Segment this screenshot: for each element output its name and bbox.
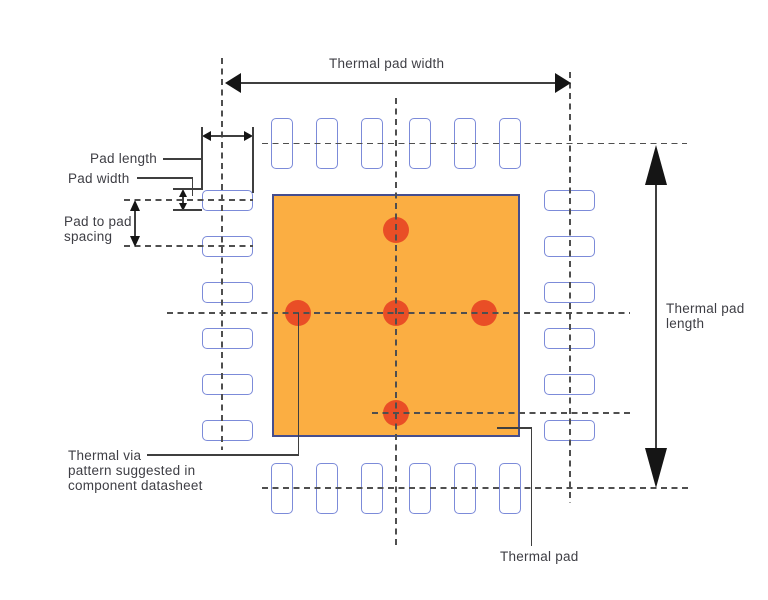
label-line: Thermal pad: [666, 301, 745, 316]
extension-tick: [173, 188, 202, 190]
pad-length-callout-line: [163, 158, 202, 160]
arrowhead-down-icon: [645, 448, 667, 488]
label-line: pattern suggested in: [68, 463, 196, 479]
arrowhead-right-icon: [555, 73, 571, 93]
dashed-centerline-horizontal: [167, 312, 630, 314]
thermal-pad-label: Thermal pad: [500, 549, 579, 564]
thermal-via-callout-line: [147, 454, 299, 456]
arrowhead-down-tiny-icon: [179, 203, 187, 211]
thermal-pad-callout-line: [497, 427, 532, 429]
dashed-centerline-vertical: [221, 58, 223, 450]
pad-width-dim-line: [182, 195, 184, 204]
dashed-centerline-horizontal: [262, 487, 690, 489]
label-line: Pad to pad: [64, 214, 132, 229]
label-line: component datasheet: [68, 478, 203, 494]
pad-length-label: Pad length: [90, 151, 158, 166]
arrowhead-right-small-icon: [244, 131, 253, 141]
pad-left: [202, 419, 253, 441]
arrowhead-up-icon: [645, 145, 667, 185]
label-line: Thermal via: [68, 448, 142, 463]
pad-width-label: Pad width: [68, 171, 130, 186]
label-line: length: [666, 316, 705, 332]
label-line: spacing: [64, 229, 113, 245]
arrowhead-left-small-icon: [202, 131, 211, 141]
arrowhead-up-small-icon: [130, 199, 140, 211]
pad-left: [202, 281, 253, 303]
arrowhead-left-icon: [225, 73, 241, 93]
dashed-centerline-horizontal: [124, 199, 253, 201]
pad-width-callout-line: [191, 177, 194, 197]
thermal-pad-width-label: Thermal pad width: [329, 56, 445, 71]
pad-spacing-dim-line: [134, 209, 136, 237]
dashed-centerline-horizontal: [124, 245, 253, 247]
arrowhead-up-tiny-icon: [179, 188, 187, 197]
thermal-pad-callout-line: [531, 427, 533, 547]
pad-length-dim-line: [210, 135, 244, 137]
thermal-via-note: Thermal via pattern suggested in compone…: [68, 448, 203, 494]
thermal-pad-length-label: Thermal pad length: [666, 301, 745, 331]
thermal-pad-width-dim-line: [240, 82, 556, 84]
pad-width-callout-line: [137, 177, 193, 179]
extension-tick: [173, 209, 202, 211]
dashed-centerline-horizontal: [372, 412, 632, 414]
dashed-centerline-horizontal: [262, 142, 687, 145]
arrowhead-down-small-icon: [130, 235, 140, 247]
dashed-centerline-vertical: [395, 98, 397, 548]
pad-left: [202, 373, 253, 395]
pad-to-pad-spacing-label: Pad to pad spacing: [64, 214, 132, 244]
extension-line: [252, 127, 254, 193]
thermal-via-callout-line: [297, 313, 300, 455]
dashed-centerline-vertical: [569, 72, 571, 503]
pad-left: [202, 327, 253, 349]
thermal-pad-length-dim-line: [655, 184, 657, 449]
